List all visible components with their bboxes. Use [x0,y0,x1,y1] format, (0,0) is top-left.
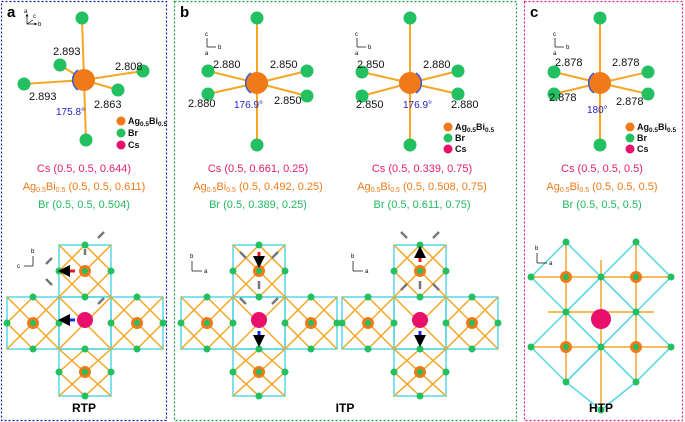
svg-text:b: b [351,254,355,260]
lattice-rtp: b c [3,231,167,400]
svg-text:b: b [566,45,570,51]
svg-text:Ag0.5Bi0.5: Ag0.5Bi0.5 [128,116,167,128]
legend-b: Ag0.5Bi0.5 Br Cs [443,122,494,154]
bond-length-b-right-1: 2.850 [357,59,385,71]
bond-length-b-left-3: 2.880 [188,98,216,110]
svg-text:a: a [553,51,557,57]
angle-b-left: 176.9° [234,100,263,111]
panel-b-border [173,0,518,422]
octahedron-c: c b a [547,11,655,152]
br-coords-b-right: Br (0.5, 0.611, 0.75) [373,199,470,211]
svg-text:a: a [204,269,208,275]
svg-text:c: c [17,264,20,270]
bond-length-c-1: 2.878 [555,57,583,69]
phase-label-itp: ITP [336,401,355,415]
svg-text:b: b [535,246,539,252]
angle-a: 175.8° [56,107,85,118]
bond-length-a-1: 2.893 [53,46,81,58]
bond-length-b-right-4: 2.880 [451,99,479,111]
svg-text:a: a [365,269,369,275]
svg-text:a: a [205,51,209,57]
axis-indicator-a: a b c [24,9,42,28]
svg-text:a: a [355,51,359,57]
svg-text:b: b [38,22,42,28]
bond-length-b-left-1: 2.880 [213,59,241,71]
bond-length-b-left-2: 2.850 [270,59,298,71]
svg-text:a: a [549,261,553,267]
panel-c-letter: c [530,4,538,21]
cs-coords-c: Cs (0.5, 0.5, 0.5) [561,163,643,175]
legend-c: Ag0.5Bi0.5 Br Cs [625,122,676,154]
bond-length-c-4: 2.878 [616,96,644,108]
bond-length-b-left-4: 2.850 [274,95,302,107]
svg-text:b: b [368,45,372,51]
bond-length-a-3: 2.893 [29,91,57,103]
bond-length-b-right-2: 2.880 [423,59,451,71]
svg-text:c: c [205,32,208,38]
phase-label-rtp: RTP [72,401,96,415]
panel-c-border [523,0,684,422]
br-coords-b-left: Br (0.5, 0.389, 0.25) [209,199,307,211]
bond-length-a-2: 2.808 [115,61,143,73]
lattice-htp: b a [527,238,675,414]
panel-a-letter: a [7,4,16,21]
svg-text:Ag0.5Bi0.5: Ag0.5Bi0.5 [455,122,494,134]
bond-length-a-4: 2.863 [94,99,122,111]
svg-text:c: c [355,32,358,38]
cs-coords-a: Cs (0.5, 0.5, 0.644) [37,163,131,175]
svg-text:Cs: Cs [128,140,140,150]
svg-text:c: c [553,32,556,38]
svg-text:b: b [31,249,35,255]
svg-text:b: b [218,45,222,51]
angle-b-right: 176.9° [403,100,432,111]
panel-b-letter: b [180,4,189,21]
ag-coords-b-right: Ag0.5Bi0.5 (0.5, 0.508, 0.75) [357,181,487,194]
legend-a: Ag0.5Bi0.5 Br Cs [116,116,167,150]
svg-text:Br: Br [637,133,647,143]
bond-length-c-2: 2.878 [612,57,640,69]
bond-length-c-3: 2.878 [549,92,577,104]
cs-coords-b-left: Cs (0.5, 0.661, 0.25) [208,163,308,175]
lattice-itp-right: b a [338,231,502,400]
svg-text:Br: Br [455,133,465,143]
octahedron-b-left: c b a [201,11,314,152]
octahedron-a: a b c [17,9,150,147]
bond-length-b-right-3: 2.850 [356,99,384,111]
svg-text:Br: Br [128,128,138,138]
svg-text:a: a [24,9,28,15]
br-coords-a: Br (0.5, 0.5, 0.504) [38,199,130,211]
br-coords-c: Br (0.5, 0.5, 0.5) [562,199,641,211]
ag-coords-c: Ag0.5Bi0.5 (0.5, 0.5, 0.5) [546,181,657,194]
phase-label-htp: HTP [589,401,613,415]
svg-text:Ag0.5Bi0.5: Ag0.5Bi0.5 [637,122,676,134]
svg-text:Cs: Cs [455,144,467,154]
octahedron-b-right: c b a [355,11,465,152]
cs-coords-b-right: Cs (0.5, 0.339, 0.75) [372,163,472,175]
ag-coords-b-left: Ag0.5Bi0.5 (0.5, 0.492, 0.25) [193,181,323,194]
svg-text:c: c [33,14,36,20]
svg-text:b: b [190,254,194,260]
lattice-itp-left: b a [177,241,341,400]
svg-text:Cs: Cs [637,144,649,154]
ag-coords-a: Ag0.5Bi0.5 (0.5, 0.5, 0.611) [23,181,146,194]
angle-c: 180° [587,105,608,116]
